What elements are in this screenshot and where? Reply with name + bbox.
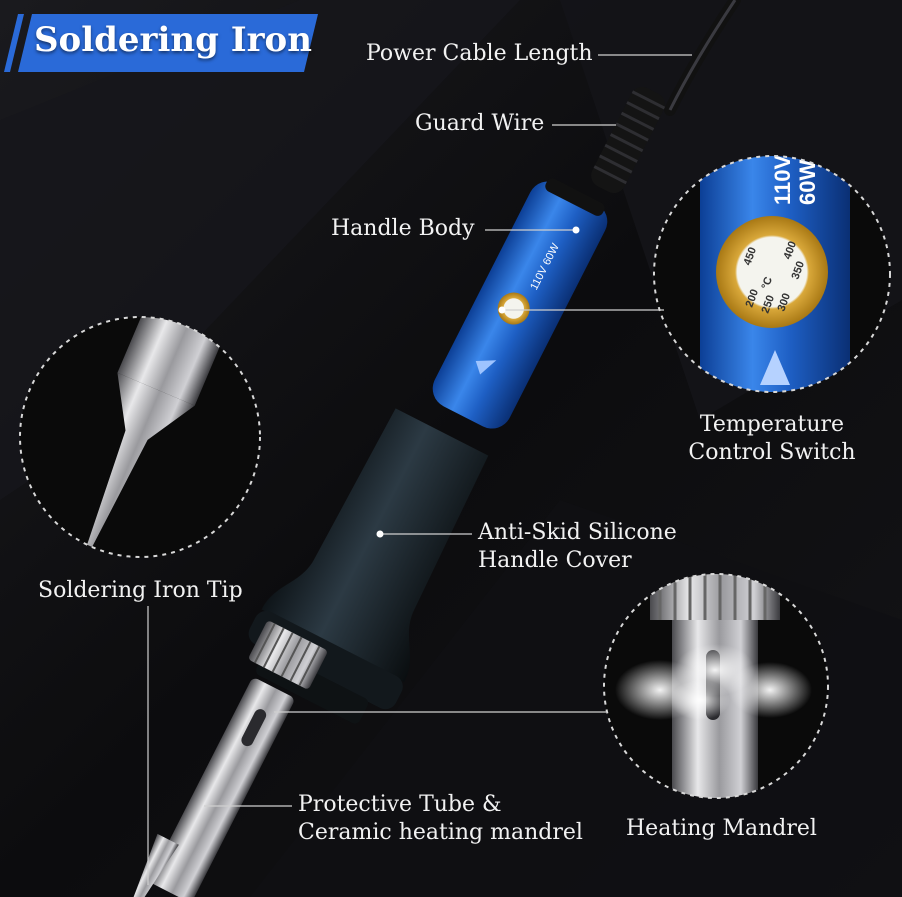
handle-wattage: 60W [795,160,820,205]
tip [121,833,179,897]
protective-tube [150,678,294,897]
guard-wire [591,86,666,194]
handle-body: 110V 60W [432,178,608,429]
label-anti-skid-cover: Anti-Skid Silicone Handle Cover [478,519,677,575]
svg-text:200: 200 [744,288,762,309]
svg-text:450: 450 [742,246,760,267]
leader-lines [147,54,692,885]
leader-dots [376,226,580,538]
label-protective-line1: Protective Tube & [298,792,502,817]
svg-text:350: 350 [790,260,808,281]
label-temperature-line2: Control Switch [688,440,856,465]
svg-text:300: 300 [776,292,794,313]
label-anti-skid-line1: Anti-Skid Silicone [478,520,677,545]
page-title: Soldering Iron [34,20,312,60]
temperature-closeup: 110V 60W 200 250 300 350 400 450 °C [653,155,891,393]
tip-closeup [19,316,261,558]
svg-text:400: 400 [782,240,800,261]
label-handle-body: Handle Body [331,216,475,241]
label-anti-skid-line2: Handle Cover [478,548,632,573]
mandrel-closeup [603,573,829,799]
label-guard-wire: Guard Wire [415,111,545,136]
knurled-nut [249,621,327,689]
title-bar [18,14,318,72]
handle-voltage: 110V [770,155,795,205]
title-banner: Soldering Iron [0,12,330,74]
label-protective-line2: Ceramic heating mandrel [298,820,583,845]
svg-text:250: 250 [760,294,778,315]
label-soldering-iron-tip: Soldering Iron Tip [38,578,243,603]
label-power-cable-length: Power Cable Length [366,41,593,66]
label-temperature-control-switch: Temperature Control Switch [680,411,864,467]
svg-text:°C: °C [760,275,776,291]
soldering-iron: 110V 60W [121,0,741,897]
dial-scale: 200 250 300 350 400 450 °C [742,240,808,315]
label-temperature-line1: Temperature [699,412,845,437]
label-protective-tube: Protective Tube & Ceramic heating mandre… [298,791,583,847]
label-heating-mandrel: Heating Mandrel [626,816,817,841]
